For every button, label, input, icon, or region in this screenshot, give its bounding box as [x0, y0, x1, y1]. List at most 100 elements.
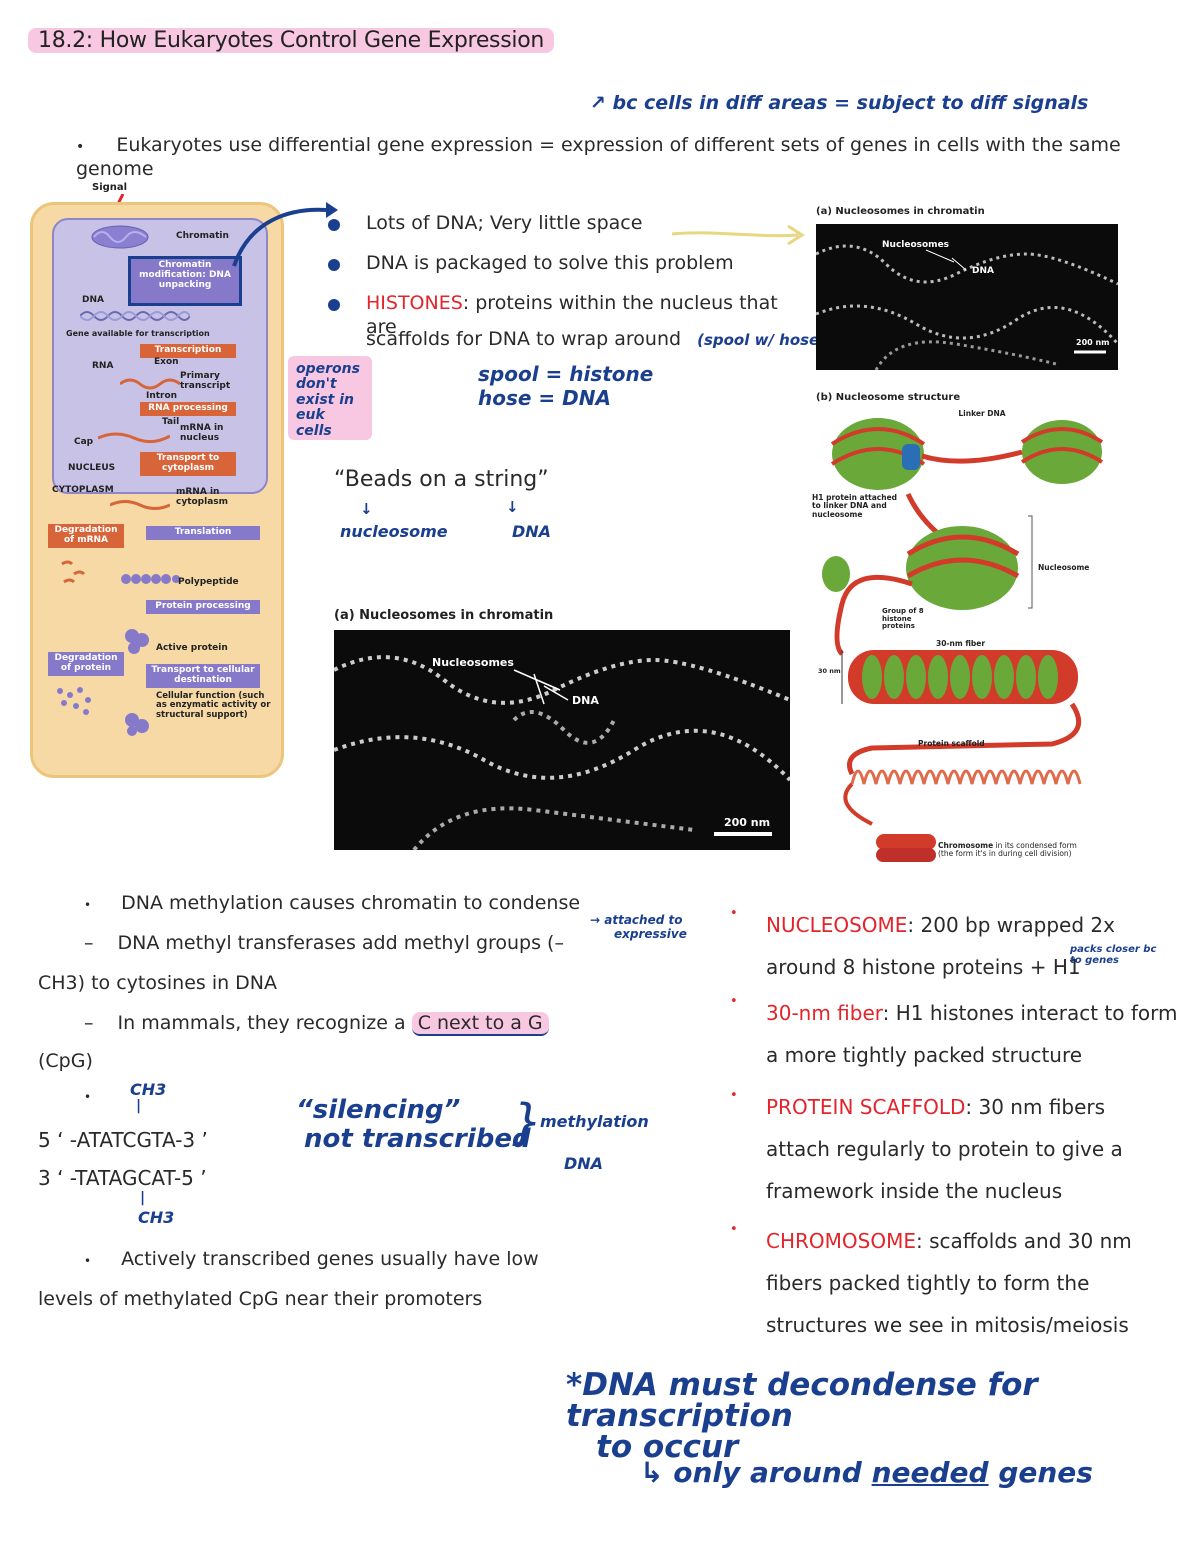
arrow-icon: ↗	[590, 92, 606, 114]
micro-small-scale-label: 200 nm	[1076, 338, 1110, 347]
yellow-arrow-icon	[671, 224, 805, 246]
gene-expression-flowchart: Signal Chromatin Chromatin modification:…	[30, 180, 284, 778]
nucleosome-label: Nucleosome	[1038, 563, 1090, 572]
micro-large-scale-label: 200 nm	[724, 816, 771, 829]
beads-on-string: “Beads on a string”	[334, 467, 549, 492]
bullet-dot	[328, 259, 340, 271]
methylation-bullet-4: • Actively transcribed genes usually hav…	[84, 1248, 539, 1270]
micrograph-large: Nucleosomes DNA 200 nm	[334, 630, 790, 850]
transport-cellular-box: Transport to cellular destination	[146, 664, 260, 688]
bullet-dot: •	[84, 1254, 92, 1268]
dna-label: DNA	[82, 295, 104, 305]
page-title: 18.2: How Eukaryotes Control Gene Expres…	[28, 28, 554, 53]
silencing-dna: DNA	[564, 1154, 604, 1173]
brace-icon: }	[512, 1094, 543, 1150]
packs-note: packs closer bc to genes	[1070, 944, 1157, 966]
cpg-highlight: C next to a G	[411, 1012, 549, 1036]
beads-nucleosome-label: nucleosome	[340, 522, 448, 541]
spool-annotation: (spool w/ hose)	[697, 331, 827, 349]
arrow-icon: →	[590, 913, 601, 927]
tail-label: Tail	[162, 417, 180, 427]
micro-small-nucleosomes-label: Nucleosomes	[882, 240, 950, 250]
annotation-top: ↗ bc cells in diff areas = subject to di…	[590, 92, 1089, 114]
transport-cytoplasm-box: Transport to cytoplasm	[140, 452, 236, 476]
h1-label: H1 protein attached to linker DNA and nu…	[812, 493, 898, 519]
ch3-top: CH3	[130, 1080, 167, 1099]
attached-note: → attached to expressive	[590, 913, 687, 941]
chromatin-modification-box: Chromatin modification: DNA unpacking	[128, 256, 242, 306]
protein-processing-box: Protein processing	[146, 600, 260, 614]
translation-box: Translation	[146, 526, 260, 540]
silencing-methylation: methylation	[540, 1112, 649, 1131]
mrna-nucleus-label: mRNA in nucleus	[180, 423, 224, 443]
methylation-bullet-2: – DNA methyl transferases add methyl gro…	[84, 932, 564, 954]
structure-caption: (b) Nucleosome structure	[816, 392, 961, 403]
dash-marker: –	[84, 932, 94, 954]
chromosome-label: Chromosome in its condensed form (the fo…	[938, 841, 1077, 859]
nucleosome-structure-diagram: Linker DNA H1 protein attached to linker…	[812, 404, 1112, 864]
degradation-protein-box: Degradation of protein	[48, 652, 124, 676]
micrograph-small-caption: (a) Nucleosomes in chromatin	[816, 206, 985, 217]
bullet-dot: •	[76, 139, 85, 155]
bullet-dot	[328, 219, 340, 231]
intron-label: Intron	[146, 391, 178, 401]
methylation-bullet-2-cont: CH3) to cytosines in DNA	[38, 972, 278, 994]
degradation-mrna-box: Degradation of mRNA	[48, 524, 124, 548]
degraded-mrna-icon	[61, 560, 86, 584]
dna-helix-icon	[80, 311, 190, 321]
chromatin-icon	[91, 225, 149, 249]
dna-point-2: DNA is packaged to solve this problem	[366, 252, 734, 274]
operons-note: operons don't exist in euk cells	[288, 356, 372, 440]
def-nucleosome: NUCLEOSOME: 200 bp wrapped 2x around 8 h…	[766, 913, 1115, 979]
cap-label: Cap	[74, 437, 94, 447]
chromatin-label: Chromatin	[176, 231, 229, 241]
mrna-nucleus-icon	[98, 432, 170, 443]
bond-line-icon: |	[140, 1190, 146, 1206]
active-protein-label: Active protein	[156, 643, 228, 653]
dna-point-1: Lots of DNA; Very little space	[366, 212, 643, 234]
intro-bullet: • Eukaryotes use differential gene expre…	[76, 134, 1121, 180]
polypeptide-label: Polypeptide	[178, 577, 239, 587]
bullet-dot: •	[730, 994, 738, 1009]
bullet-dot: •	[84, 1090, 92, 1104]
methylation-bullet-1: • DNA methylation causes chromatin to co…	[84, 892, 581, 914]
needed-genes-note: ↳ only around needed genes	[640, 1456, 1093, 1489]
bullet-dot: •	[730, 1222, 738, 1237]
bond-line-icon: |	[136, 1098, 142, 1114]
active-protein-icon	[125, 629, 149, 654]
gene-available-label: Gene available for transcription	[66, 329, 210, 338]
functional-protein-icon	[125, 713, 149, 736]
def-chromosome: CHROMOSOME: scaffolds and 30 nm fibers p…	[766, 1229, 1132, 1337]
histones-definition-line2: scaffolds for DNA to wrap around (spool …	[366, 328, 827, 350]
bullet-dot: •	[84, 898, 92, 912]
exon-label: Exon	[154, 357, 179, 367]
linker-dna-label: Linker DNA	[958, 409, 1006, 418]
dna-sequence-top: 5 ‘ -ATATCGTA-3 ’	[38, 1128, 208, 1152]
rna-processing-box: RNA processing	[140, 402, 236, 416]
arrow-icon: ↳	[640, 1456, 664, 1489]
micro-small-dna-label: DNA	[972, 266, 994, 276]
rna-label: RNA	[92, 361, 114, 371]
down-arrow-icon: ↓	[360, 500, 373, 518]
methylation-bullet-4-cont: levels of methylated CpG near their prom…	[38, 1288, 483, 1310]
primary-transcript-label: Primary transcript	[180, 371, 231, 391]
signal-label: Signal	[92, 182, 128, 193]
nucleus-label: NUCLEUS	[68, 463, 116, 473]
fiber-width-label: 30 nm	[818, 667, 841, 675]
primary-transcript-icon	[120, 378, 180, 390]
bullet-dot: •	[730, 1088, 738, 1103]
bullet-dot: •	[730, 906, 738, 921]
mrna-cytoplasm-label: mRNA in cytoplasm	[176, 487, 229, 507]
chromatin-strands-graphic	[334, 655, 790, 850]
cpg-label: (CpG)	[38, 1050, 93, 1072]
dna-sequence-bottom: 3 ‘ -TATAGCAT-5 ’	[38, 1166, 207, 1190]
methylation-bullet-3: – In mammals, they recognize a C next to…	[84, 1012, 549, 1036]
silencing-note: “silencing” not transcribed	[296, 1095, 531, 1154]
histones-term: HISTONES	[366, 292, 463, 314]
degraded-protein-icon	[57, 687, 91, 715]
def-protein-scaffold: PROTEIN SCAFFOLD: 30 nm fibers attach re…	[766, 1095, 1123, 1203]
dash-marker: –	[84, 1012, 94, 1034]
chromatin-strands-graphic	[816, 244, 1118, 370]
histones-definition: HISTONES: proteins within the nucleus th…	[366, 292, 778, 338]
mrna-cytoplasm-icon	[110, 500, 170, 510]
